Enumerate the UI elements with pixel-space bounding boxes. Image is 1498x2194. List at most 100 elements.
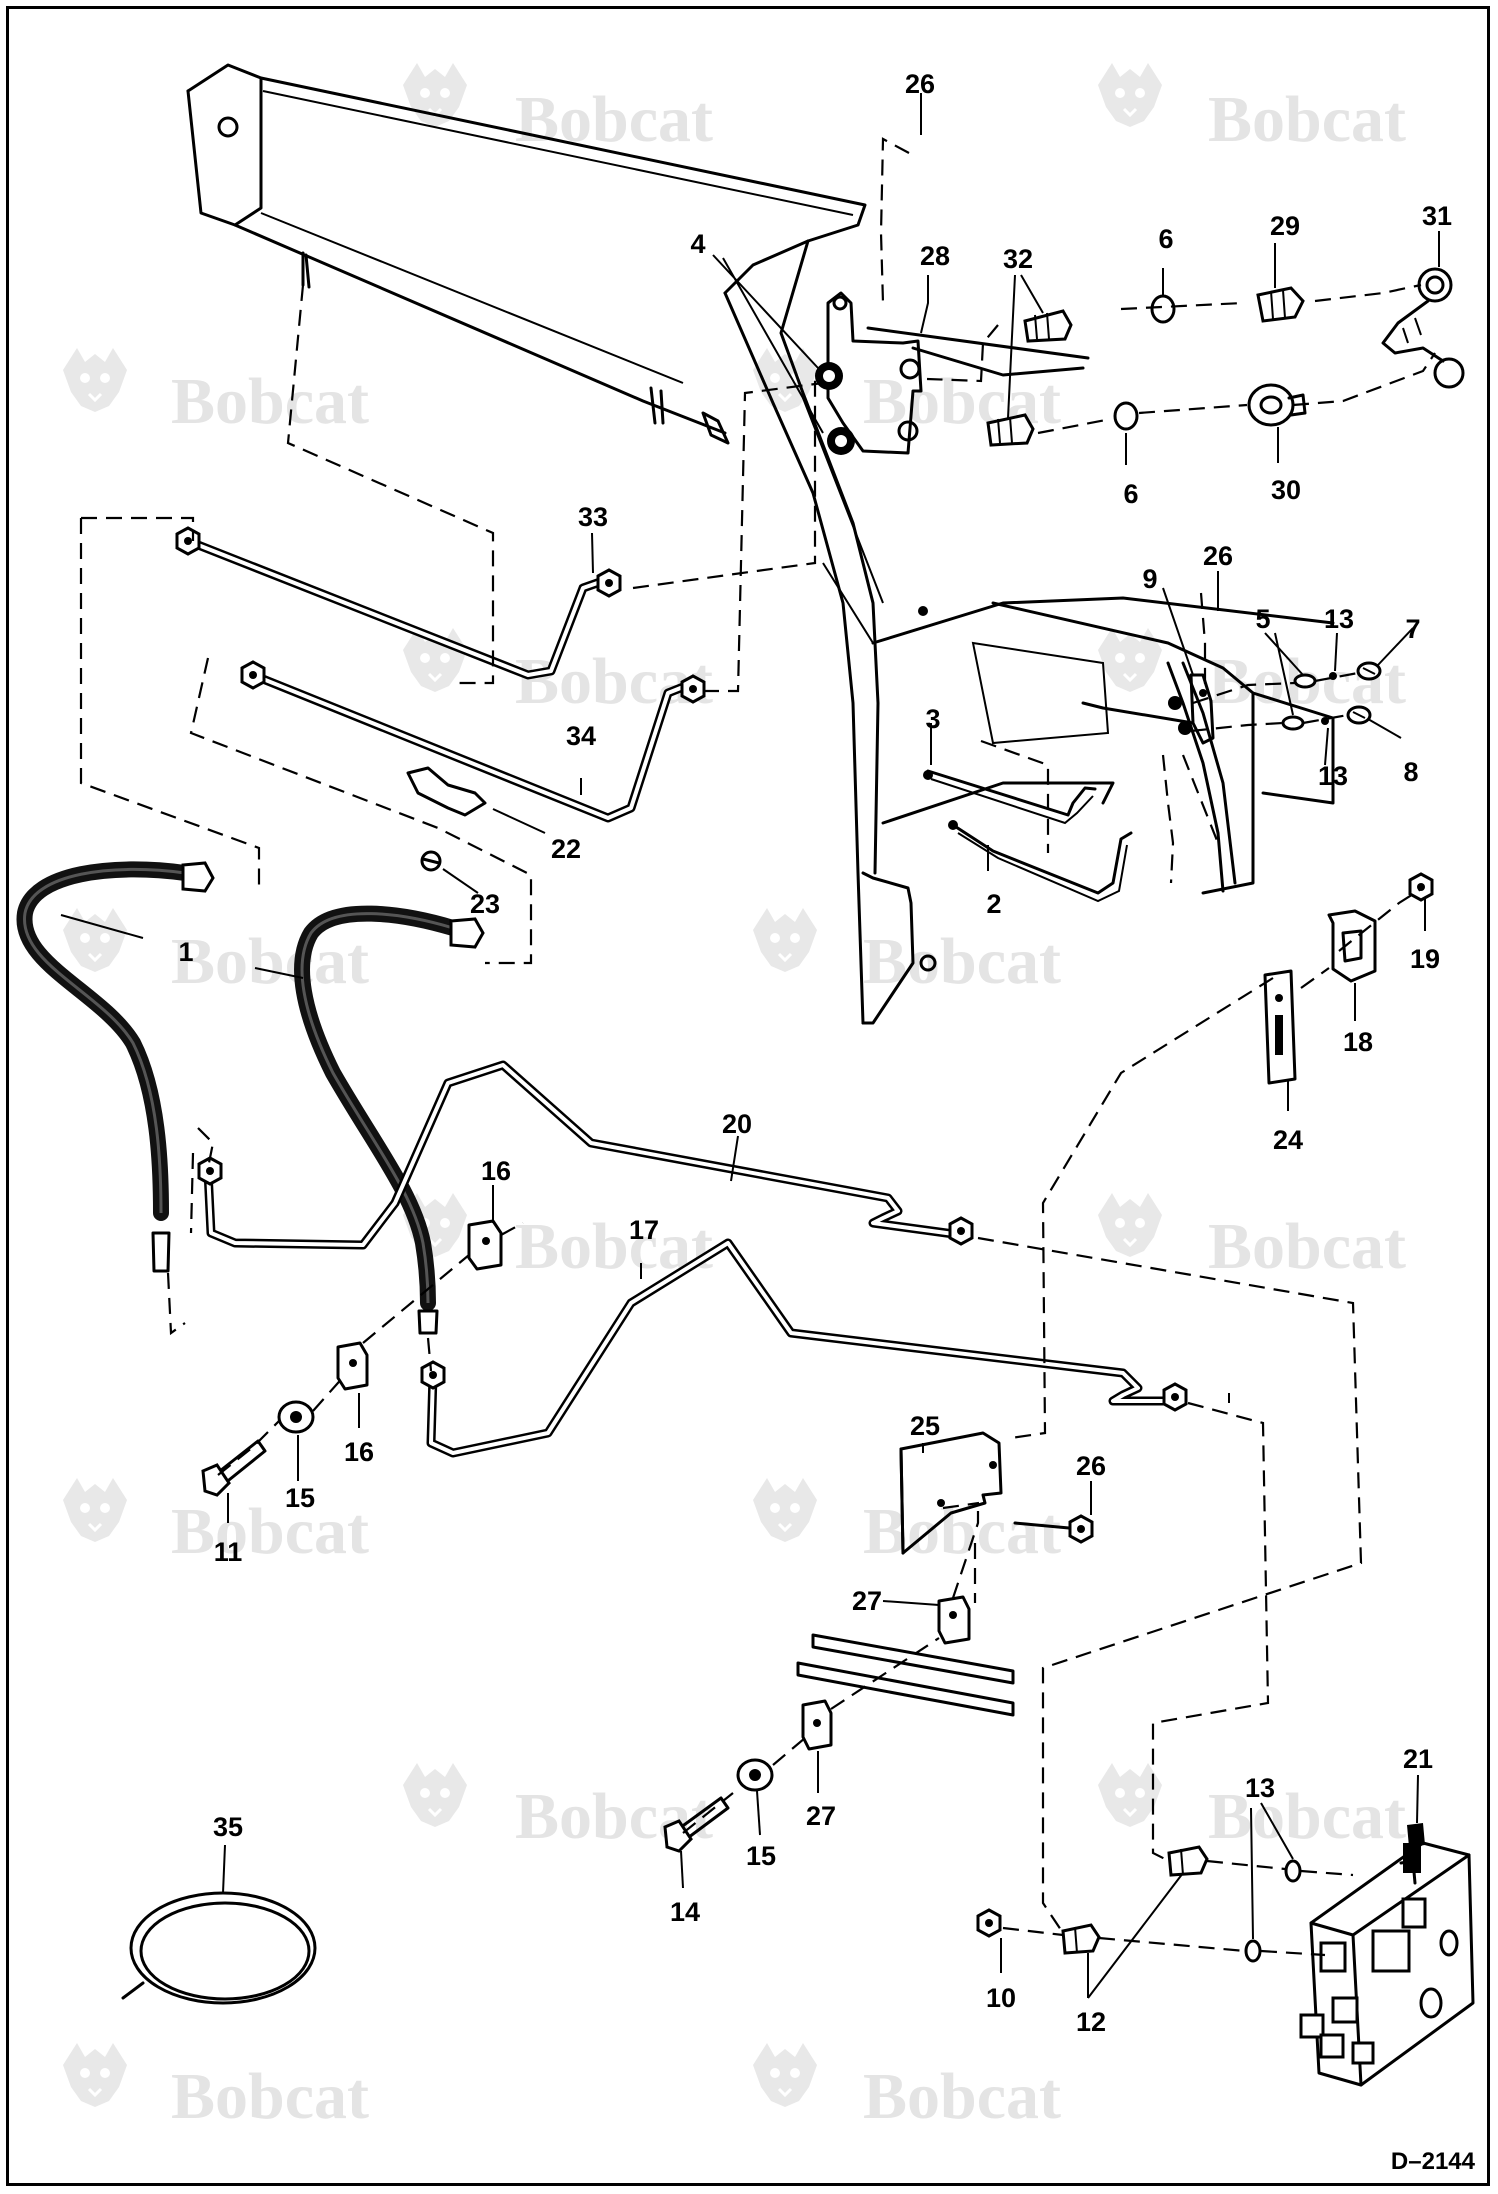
watermark: Bobcat (1096, 1761, 1406, 1853)
callout-8: 8 (1403, 757, 1418, 787)
svg-text:Bobcat: Bobcat (515, 83, 713, 156)
callout-27: 27 (852, 1586, 882, 1616)
callout-35: 35 (213, 1812, 243, 1842)
tube-17 (420, 1238, 1188, 1458)
hose-1-right (294, 905, 485, 1335)
callout-26: 26 (1076, 1451, 1106, 1481)
tubing-coil-35 (121, 1891, 317, 2005)
bracket-28 (826, 291, 923, 455)
screw-23 (420, 850, 442, 872)
loader-frame (723, 239, 1335, 1025)
nut-10 (976, 1908, 1002, 1938)
bolt-14 (663, 1796, 730, 1853)
callout-32: 32 (1003, 244, 1033, 274)
callout-23: 23 (470, 889, 500, 919)
callout-26: 26 (1203, 541, 1233, 571)
o-ring-13 (1244, 1859, 1302, 1963)
watermark: Bobcat (61, 906, 369, 998)
watermark: Bobcat (1096, 61, 1406, 156)
bracket-18 (1327, 909, 1377, 983)
callout-33: 33 (578, 502, 608, 532)
clamp-16 (467, 1219, 503, 1271)
callout-7: 7 (1405, 614, 1420, 644)
callout-28: 28 (920, 241, 950, 271)
callout-6: 6 (1123, 479, 1138, 509)
callout-9: 9 (1142, 564, 1157, 594)
callout-16: 16 (481, 1156, 511, 1186)
callout-3: 3 (925, 704, 940, 734)
svg-text:Bobcat: Bobcat (171, 925, 369, 998)
fitting-32-upper (1023, 309, 1073, 343)
callout-11: 11 (214, 1537, 243, 1567)
callout-15: 15 (746, 1841, 776, 1871)
tube-2 (948, 820, 1133, 903)
watermark: Bobcat (61, 346, 369, 438)
callout-13: 13 (1324, 604, 1354, 634)
callout-29: 29 (1270, 211, 1300, 241)
cap-8 (1346, 705, 1372, 725)
watermark-layer: Bobcat Bobcat Bobcat Bobcat Bobcat Bobca… (61, 61, 1406, 2133)
svg-text:Bobcat: Bobcat (863, 1495, 1061, 1568)
callout-4: 4 (690, 229, 705, 259)
diagram-frame: Bobcat Bobcat Bobcat Bobcat Bobcat Bobca… (6, 6, 1490, 2186)
fitting-12 (1167, 1845, 1209, 1877)
callout-2: 2 (986, 889, 1001, 919)
watermark: Bobcat (61, 1476, 369, 1568)
svg-text:Bobcat: Bobcat (171, 1495, 369, 1568)
watermark: Bobcat (401, 626, 713, 718)
svg-text:Bobcat: Bobcat (1208, 83, 1406, 156)
bracket-9 (1168, 673, 1215, 745)
bolt-11 (201, 1439, 267, 1497)
callout-13: 13 (1245, 1773, 1275, 1803)
fitting-12 (1061, 1923, 1101, 1955)
svg-text:Bobcat: Bobcat (515, 645, 713, 718)
callout-34: 34 (566, 721, 596, 751)
leader-lines (60, 93, 1440, 1999)
watermark: Bobcat (401, 1191, 713, 1283)
callout-14: 14 (670, 1897, 700, 1927)
drawing-number: D–2144 (1391, 2148, 1476, 2175)
clamp-16 (336, 1341, 369, 1391)
callout-27: 27 (806, 1801, 836, 1831)
callout-10: 10 (986, 1983, 1016, 2013)
watermark: Bobcat (401, 61, 713, 156)
callout-6: 6 (1158, 224, 1173, 254)
callout-24: 24 (1273, 1125, 1303, 1155)
strip (796, 1633, 1015, 1717)
callout-13: 13 (1318, 761, 1348, 791)
callout-19: 19 (1410, 944, 1440, 974)
clamp-22 (406, 766, 487, 817)
bolt-26 (1013, 1514, 1094, 1544)
callout-12: 12 (1076, 2007, 1106, 2037)
callout-15: 15 (285, 1483, 315, 1513)
svg-text:Bobcat: Bobcat (1208, 1210, 1406, 1283)
tube-20 (197, 1060, 974, 1250)
watermark: Bobcat (751, 2041, 1061, 2133)
callout-31: 31 (1422, 201, 1452, 231)
assembly-lines (79, 137, 1436, 1957)
svg-text:Bobcat: Bobcat (171, 365, 369, 438)
tube-33 (175, 526, 622, 680)
svg-text:Bobcat: Bobcat (863, 925, 1061, 998)
lift-arm (186, 63, 867, 445)
parts-diagram: Bobcat Bobcat Bobcat Bobcat Bobcat Bobca… (16, 61, 1476, 2175)
watermark: Bobcat (751, 1476, 1061, 1568)
callout-25: 25 (910, 1411, 940, 1441)
callout-26: 26 (905, 69, 935, 99)
callouts: 26 4 28 32 6 29 31 6 30 33 9 26 5 13 7 3… (178, 69, 1452, 2037)
callout-5: 5 (1255, 604, 1270, 634)
callout-17: 17 (629, 1215, 659, 1245)
o-ring-6 (1150, 294, 1176, 324)
callout-22: 22 (551, 834, 581, 864)
hose-1-left (16, 861, 215, 1273)
clamp-27 (937, 1595, 971, 1645)
watermark: Bobcat (61, 2041, 369, 2133)
callout-18: 18 (1343, 1027, 1373, 1057)
plug-21 (1407, 1823, 1425, 1847)
svg-text:Bobcat: Bobcat (1208, 1780, 1406, 1853)
callout-20: 20 (722, 1109, 752, 1139)
bracket-25 (899, 1431, 1003, 1555)
callout-21: 21 (1403, 1744, 1433, 1774)
tube-3 (923, 769, 1097, 825)
clamp-27 (801, 1699, 833, 1751)
